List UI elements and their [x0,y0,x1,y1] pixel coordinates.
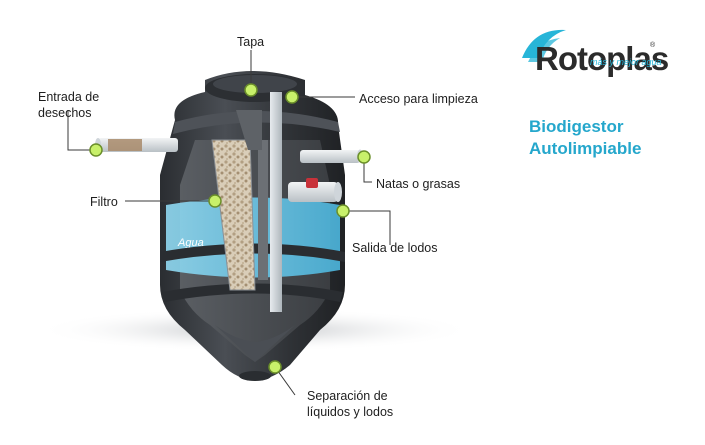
sludge-pipe [288,182,338,202]
grease-pipe [300,150,360,163]
brand-tagline: más y mejor agua [590,57,662,67]
brand-name: Rotoplas [535,40,669,77]
label-filtro: Filtro [90,195,118,209]
label-entrada-line2: desechos [38,106,92,120]
label-tapa: Tapa [237,35,265,49]
label-entrada-line1: Entrada de [38,90,100,104]
marker-entrada [89,143,103,157]
label-natas-grasas: Natas o grasas [376,177,461,191]
label-separacion-line2: líquidos y lodos [307,405,394,419]
marker-tapa [244,83,258,97]
marker-filtro [208,194,222,208]
brand-logo-swoosh [522,29,566,62]
cleaning-pipe [270,92,282,312]
marker-natas [357,150,371,164]
label-separacion-line1: Separación de [307,389,388,403]
marker-salida [336,204,350,218]
label-salida-lodos: Salida de lodos [352,241,438,255]
markers [89,83,371,374]
title-line1: Biodigestor [529,117,624,136]
leader-lines [67,50,391,396]
filter-media [212,140,255,290]
sludge-valve [306,178,318,188]
marker-acceso [285,90,299,104]
title-line2: Autolimpiable [529,139,642,158]
label-acceso-limpieza: Acceso para limpieza [359,92,478,106]
brand-registered: ® [650,42,656,49]
marker-separacion [268,360,282,374]
water-label: Agua [177,237,204,249]
